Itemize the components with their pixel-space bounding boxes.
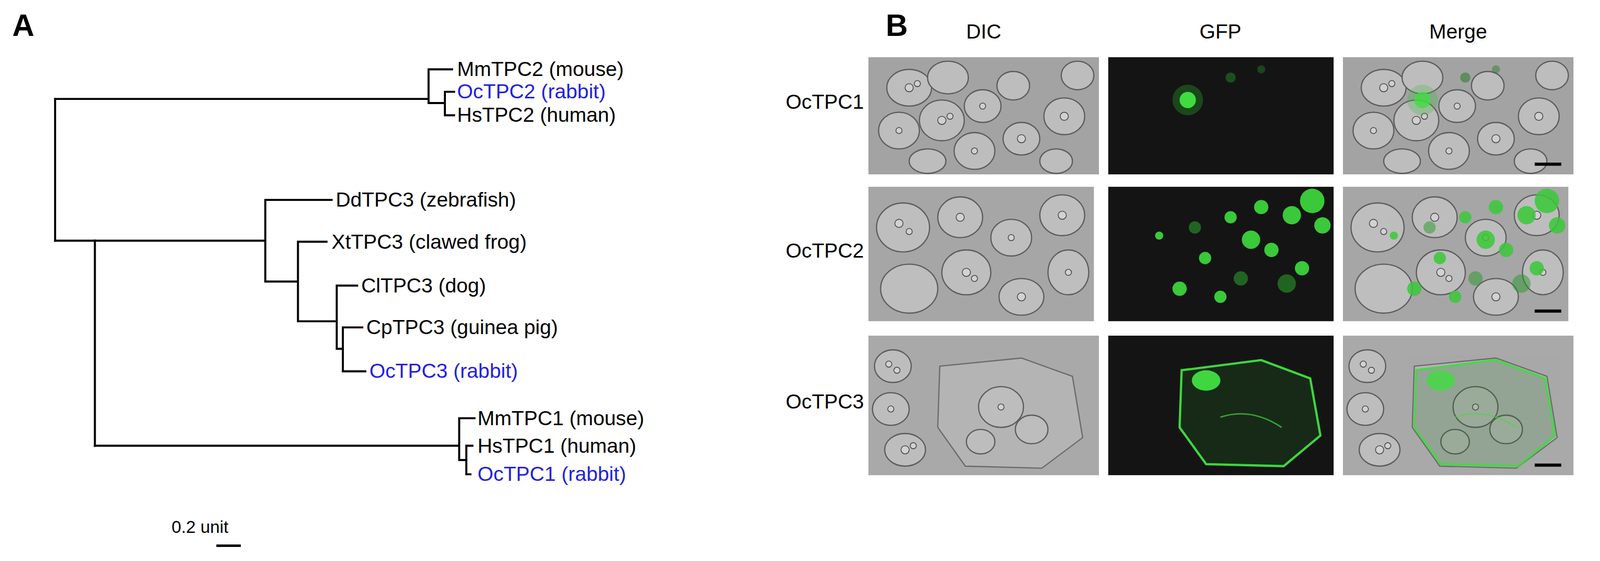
figure-shape [868,186,1094,322]
figure-shape [1534,309,1561,313]
row-label: OcTPC2 [785,239,864,263]
micrograph [868,186,1094,322]
figure-shape [1414,360,1556,467]
figure-shape [1108,186,1334,322]
figure-shape [1155,188,1331,304]
figure-shape [94,199,366,371]
figure-shape [1389,188,1566,304]
row-label: OcTPC3 [785,390,864,414]
tree-leaf-label: HsTPC2 (human) [457,104,617,127]
figure-shape [54,98,57,241]
tree-leaf-label: DdTPC3 (zebrafish) [335,188,517,212]
column-header: GFP [1199,20,1242,43]
figure-shape [1342,186,1569,322]
micrograph [868,57,1099,175]
phylogenetic-tree [55,69,475,475]
tree-leaf-label: ClTPC3 (dog) [361,274,486,297]
tree-leaf-label: MmTPC1 (mouse) [477,406,645,430]
figure-shape [1342,335,1574,476]
micrograph [1342,186,1569,322]
micrograph [868,335,1099,476]
figure-shape [1179,360,1321,467]
figure-shape [1172,65,1265,115]
micrograph [1108,57,1334,175]
figure-shape [94,418,475,475]
micrograph [1108,186,1334,322]
tree-leaf-label: OcTPC3 (rabbit) [369,360,519,383]
micrograph [1342,335,1574,476]
column-header: Merge [1429,20,1488,43]
figure-shape [1108,335,1334,476]
figure-shape [1342,57,1574,175]
figure-shape [1108,57,1334,175]
panel-label: B [885,8,908,43]
scale-bar [216,544,241,547]
tree-leaf-label: CpTPC3 (guinea pig) [366,316,558,339]
micrograph [1342,57,1574,175]
figure-shape [1406,65,1500,115]
panel-label: A [12,8,35,43]
column-header: DIC [966,20,1002,43]
figure-shape [868,57,1099,175]
tree-leaf-label: MmTPC2 (mouse) [457,58,624,81]
figure-shape [1534,162,1561,166]
tree-leaf-label: HsTPC1 (human) [477,434,637,457]
tree-leaf-label: XtTPC3 (clawed frog) [331,230,527,253]
tree-leaf-label: OcTPC2 (rabbit) [457,80,607,104]
micrograph [1108,335,1334,476]
figure-shape [55,69,455,115]
row-label: OcTPC1 [785,90,864,113]
tree-leaf-label: OcTPC1 (rabbit) [477,463,627,486]
scale-label: 0.2 unit [171,517,229,537]
figure-shape [868,335,1099,476]
figure-shape [55,240,95,446]
figure-shape [1534,463,1561,467]
